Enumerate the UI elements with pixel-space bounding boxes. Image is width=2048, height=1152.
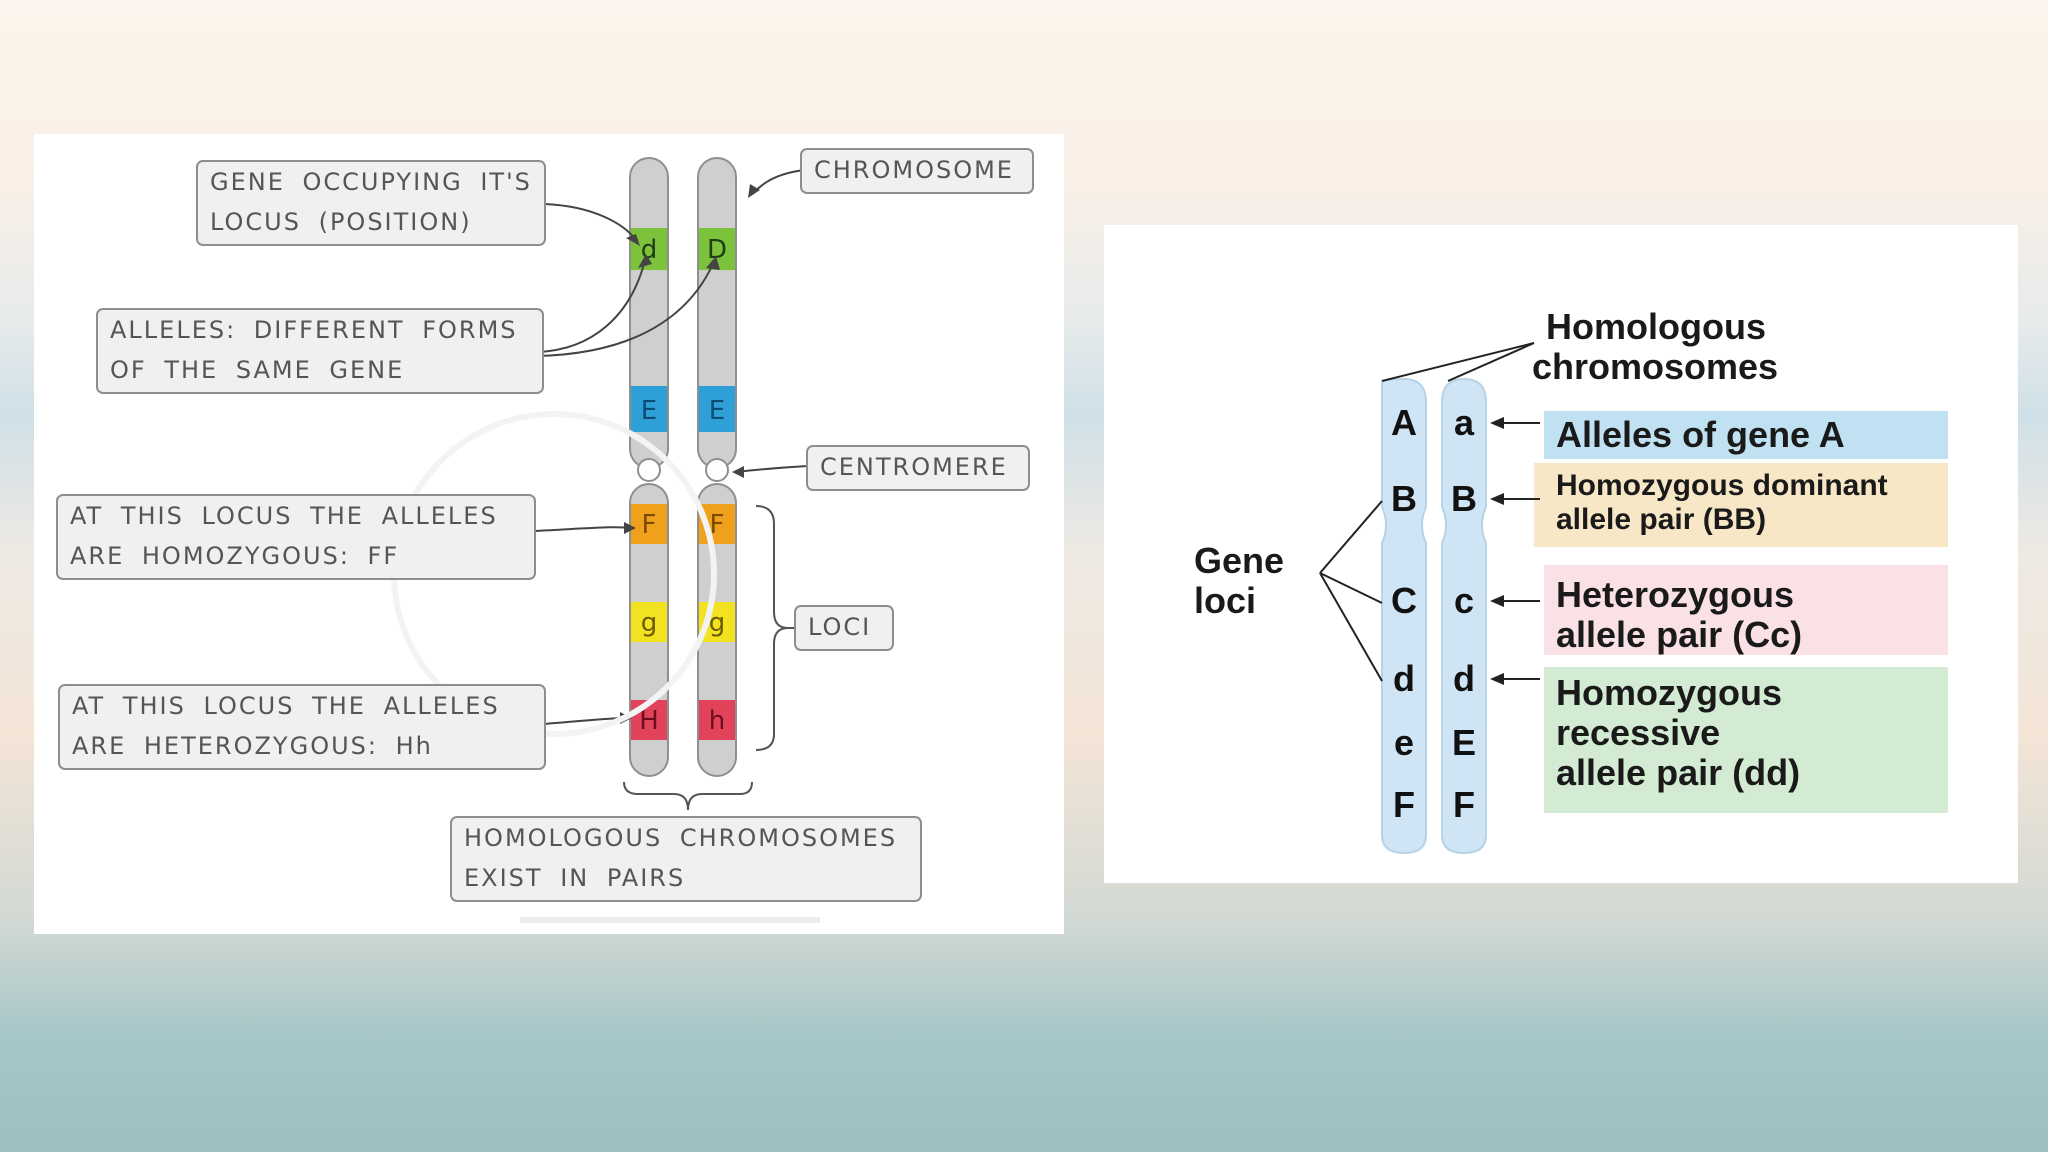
pairs-brace: [623, 781, 753, 811]
locus-letter: d: [1393, 658, 1415, 699]
gene-band-e: [699, 386, 735, 432]
heterozygous-locus-label: AT THIS LOCUS THE ALLELES ARE HETEROZYGO…: [58, 684, 546, 770]
copyright-line: [520, 917, 820, 923]
homologous-pairs-label: HOMOLOGOUS CHROMOSOMES EXIST IN PAIRS: [450, 816, 922, 902]
chromosome-a: d E F g H: [629, 157, 669, 777]
chromosome-diagram-panel: d E F g H D E F g h: [34, 134, 1064, 934]
locus-letter: B: [1451, 478, 1477, 519]
homozygous-dominant-text: Homozygous dominant allele pair (BB): [1556, 469, 1888, 536]
gene-locus-label: GENE OCCUPYING IT'S LOCUS (POSITION): [196, 160, 546, 246]
locus-letter: a: [1454, 402, 1475, 443]
locus-letter: F: [1393, 784, 1415, 825]
locus-letter: F: [1453, 784, 1475, 825]
gene-letter: g: [709, 608, 726, 638]
pointer-arrows: [533, 169, 809, 725]
gene-letter: h: [709, 706, 725, 736]
chromosome-b: D E F g h: [697, 157, 737, 777]
chromosome-illustration: d E F g H D E F g h: [391, 157, 820, 923]
alleles-of-gene-a: Alleles of gene A: [1556, 414, 1845, 455]
locus-letter: A: [1391, 402, 1417, 443]
gene-letter: g: [641, 608, 658, 638]
gene-band-f: [631, 504, 667, 544]
left-chromosome: [1381, 377, 1427, 855]
homologous-pointer-lines: [1319, 342, 1540, 682]
heterozygous-text: Heterozygous allele pair (Cc): [1556, 574, 1803, 655]
homozygous-locus-label: AT THIS LOCUS THE ALLELES ARE HOMOZYGOUS…: [56, 494, 536, 580]
chromosome-label: CHROMOSOME: [800, 148, 1034, 194]
gene-letter: F: [710, 510, 725, 540]
locus-letter: c: [1454, 580, 1474, 621]
heterozygous-box: [1544, 565, 1948, 655]
locus-letter: E: [1452, 722, 1476, 763]
gene-band-h: [631, 700, 667, 740]
homozygous-recessive-box: [1544, 667, 1948, 813]
alleles-a-box: [1544, 411, 1948, 459]
gene-band-h: [699, 700, 735, 740]
gene-letter: E: [641, 396, 657, 426]
loci-bracket: [755, 505, 789, 751]
alleles-label: ALLELES: DIFFERENT FORMS OF THE SAME GEN…: [96, 308, 544, 394]
locus-letter: e: [1394, 722, 1414, 763]
gene-letter: H: [639, 706, 659, 736]
homozygous-dominant-box: [1534, 463, 1948, 547]
gene-letter: F: [642, 510, 657, 540]
locus-letter: B: [1391, 478, 1417, 519]
callout-arrowheads: [1490, 417, 1504, 685]
gene-letter: D: [707, 235, 727, 265]
right-chromosome: [1441, 377, 1487, 855]
centromere-label: CENTROMERE: [806, 445, 1030, 491]
homozygous-recessive-text: Homozygous recessive allele pair (dd): [1556, 672, 1801, 793]
loci-label: LOCI: [794, 605, 894, 651]
gene-band-g: [631, 602, 667, 642]
gene-letter: E: [709, 396, 725, 426]
locus-letter: d: [1453, 658, 1475, 699]
gene-loci-diagram-panel: A B C d e F a B c d E F: [1104, 225, 2018, 883]
locus-letter: C: [1391, 580, 1417, 621]
homologous-chromosome-pair: A B C d e F a B c d E F: [1319, 342, 1540, 855]
homologous-chromosomes-title: Homologous chromosomes: [1532, 306, 1779, 387]
gene-loci-label: Gene loci: [1194, 540, 1285, 621]
gene-band-e: [631, 386, 667, 432]
